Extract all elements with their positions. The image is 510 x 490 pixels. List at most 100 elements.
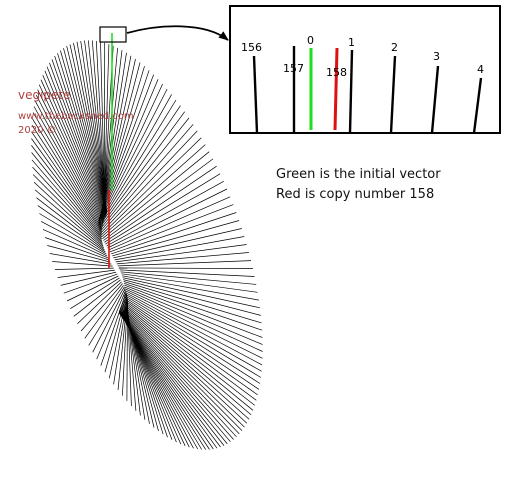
fan-line — [109, 204, 234, 253]
fan-line — [63, 273, 118, 294]
fan-line — [116, 252, 249, 265]
inset-label-1: 1 — [348, 36, 355, 49]
fan-line — [99, 66, 145, 218]
fan-line — [80, 283, 123, 332]
fan-line — [123, 281, 262, 324]
fan-line — [34, 189, 105, 249]
fan-line — [124, 284, 263, 338]
fan-line — [119, 312, 210, 450]
inset-label-156: 156 — [241, 41, 262, 54]
caption-line-green: Green is the initial vector — [276, 167, 441, 182]
fan-line — [51, 59, 107, 216]
fan-line — [110, 212, 237, 255]
fan-line — [122, 275, 259, 301]
fan-line — [88, 286, 125, 346]
fan-line — [117, 260, 252, 267]
fan-line — [39, 213, 107, 255]
fan-line — [54, 267, 114, 270]
fan-line — [44, 237, 110, 261]
fan-line — [119, 308, 243, 431]
fan-line — [117, 298, 128, 391]
fan-line — [95, 40, 106, 212]
fan-line — [44, 70, 106, 219]
fan-line — [115, 244, 247, 263]
fan-line — [60, 50, 108, 214]
fan-line — [31, 124, 102, 233]
caption: Green is the initial vector Red is copy … — [276, 165, 441, 205]
inset-vector-3 — [430, 65, 440, 134]
fan-line — [73, 42, 108, 212]
fan-line — [32, 174, 104, 245]
fan-line — [103, 158, 214, 241]
inset-vector-1 — [348, 49, 354, 134]
fan-line — [124, 293, 262, 372]
fan-line — [120, 305, 250, 420]
fan-line — [122, 301, 256, 406]
fan-line — [100, 292, 127, 366]
fan-line — [46, 66, 106, 218]
fan-line — [31, 138, 102, 236]
fan-line — [119, 308, 240, 435]
fan-line — [57, 53, 107, 215]
fan-line — [76, 41, 108, 212]
inset-vector-156 — [252, 55, 259, 134]
fan-line — [99, 117, 190, 231]
fan-line — [122, 300, 257, 401]
fan-line — [107, 188, 228, 249]
zoom-region-box — [99, 26, 127, 43]
fan-line — [113, 296, 128, 385]
fan-line — [102, 47, 118, 213]
fan-line — [98, 74, 154, 220]
fan-line — [124, 289, 263, 359]
inset-vector-2 — [389, 55, 397, 134]
fan-line — [33, 106, 103, 228]
fan-line — [80, 40, 107, 212]
fan-line — [92, 288, 126, 353]
fan-line — [101, 52, 127, 215]
watermark-site: www.thebackshed.com — [18, 111, 134, 122]
fan-line — [114, 236, 245, 261]
fan-line — [63, 48, 108, 213]
fan-line — [124, 288, 263, 352]
fan-line — [38, 84, 104, 223]
watermark-year: 2020 © — [18, 125, 57, 136]
fan-line — [108, 295, 128, 379]
zoom-inset-frame — [229, 5, 501, 134]
fan-line — [32, 112, 103, 230]
fan-line — [124, 291, 263, 366]
fan-line — [119, 312, 214, 450]
fan-line — [105, 173, 221, 245]
fan-line — [121, 273, 258, 293]
inset-label-4: 4 — [477, 63, 484, 76]
inset-label-2: 2 — [391, 41, 398, 54]
inset-vector-lines — [252, 46, 483, 134]
fan-line — [34, 100, 103, 227]
fan-line — [98, 99, 177, 226]
fan-line — [127, 302, 132, 407]
curved-arrow-icon — [126, 25, 229, 41]
fan-line — [31, 152, 102, 240]
fan-line — [66, 46, 108, 213]
fan-line — [124, 286, 263, 345]
fan-line — [49, 62, 106, 217]
watermark: vegipete www.thebackshed.com 2020 © — [18, 88, 134, 136]
fan-line — [42, 74, 105, 220]
fan-line — [123, 279, 261, 316]
fan-line — [120, 271, 257, 285]
fan-line — [106, 180, 224, 247]
fan-line — [100, 137, 202, 236]
fan-line — [122, 299, 128, 396]
fan-line — [100, 58, 136, 216]
fan-line — [60, 271, 117, 286]
fan-line — [69, 44, 108, 212]
fan-line — [120, 306, 248, 424]
fan-line — [112, 220, 240, 257]
fan-line — [118, 312, 221, 448]
fan-line — [54, 55, 107, 215]
inset-label-0: 0 — [307, 34, 314, 47]
fan-line — [42, 229, 109, 259]
fan-line — [121, 304, 252, 416]
fan-line — [120, 307, 245, 428]
